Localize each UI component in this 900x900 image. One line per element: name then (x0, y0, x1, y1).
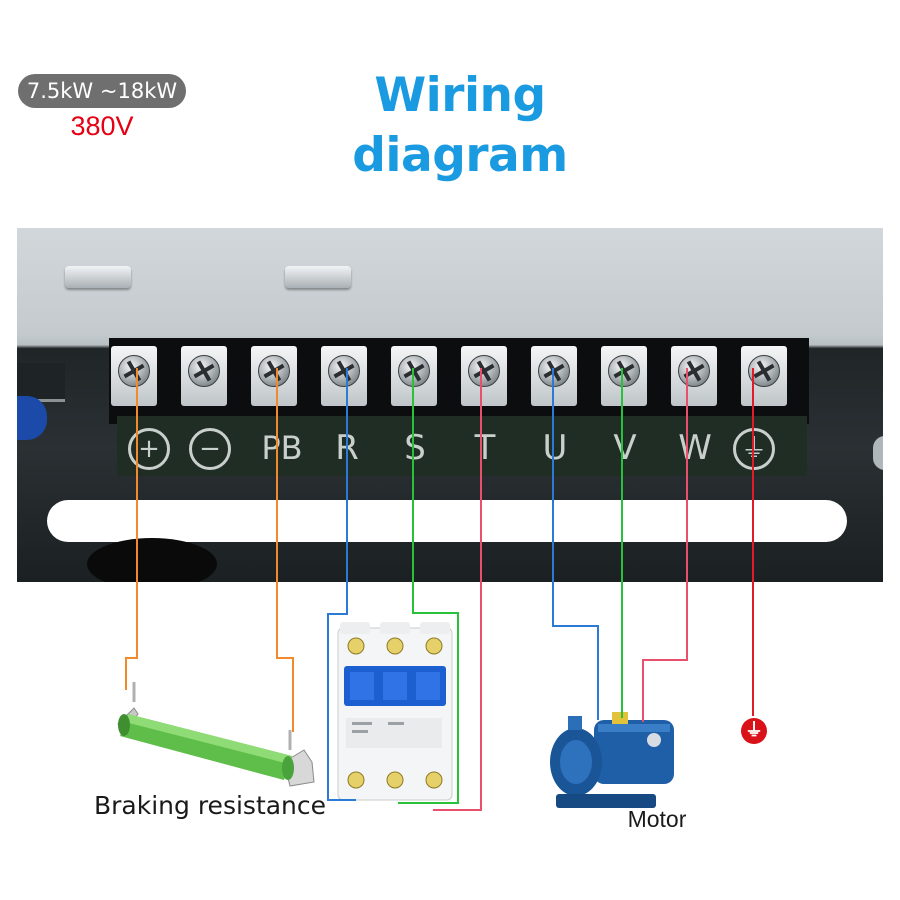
terminal-label-t: T (474, 428, 496, 468)
terminal-slot-10 (741, 346, 787, 406)
terminal-screw-icon (748, 355, 780, 387)
terminal-label-r: R (335, 428, 359, 468)
terminal-label-ground: ⏚ (733, 428, 775, 470)
terminal-slot-6 (461, 346, 507, 406)
terminal-block (109, 338, 809, 424)
power-range-badge: 7.5kW ~18kW (18, 74, 186, 108)
terminal-label-minus: − (189, 428, 231, 470)
page-title: Wiring diagram (352, 68, 568, 183)
motor-label: Motor (627, 806, 687, 832)
terminal-slot-3 (251, 346, 297, 406)
terminal-label-s: S (404, 428, 426, 468)
terminal-screw-icon (328, 355, 360, 387)
voltage-label: 380V (70, 111, 134, 141)
terminal-slot-1 (111, 346, 157, 406)
rubber-foot (87, 538, 217, 582)
terminal-screw-icon (188, 355, 220, 387)
panel-screw-icon (65, 266, 131, 288)
braking-resistance-label: Braking resistance (94, 791, 327, 820)
panel-screw-icon (873, 436, 883, 470)
terminal-slot-4 (321, 346, 367, 406)
terminal-screw-icon (118, 355, 150, 387)
panel-edge (17, 363, 65, 402)
terminal-slot-7 (531, 346, 577, 406)
terminal-screw-icon (398, 355, 430, 387)
terminal-screw-icon (538, 355, 570, 387)
ground-icon: ⏚ (741, 718, 767, 744)
panel-screw-icon (285, 266, 351, 288)
terminal-label-v: V (613, 428, 637, 468)
terminal-screw-icon (258, 355, 290, 387)
terminal-label-u: U (542, 428, 568, 468)
terminal-label-plus: + (128, 428, 170, 470)
terminal-screw-icon (468, 355, 500, 387)
terminal-slot-5 (391, 346, 437, 406)
terminal-slot-8 (601, 346, 647, 406)
terminal-screw-icon (678, 355, 710, 387)
terminal-label-pb: PB (261, 429, 303, 467)
braking-resistor-icon (117, 682, 315, 787)
terminal-screw-icon (608, 355, 640, 387)
inverter-terminal-photo: + − PB R S T U V W ⏚ (17, 228, 883, 582)
terminal-label-w: W (678, 428, 712, 468)
blue-knob-icon (17, 396, 47, 440)
terminal-slot-9 (671, 346, 717, 406)
vent-slot (47, 500, 847, 542)
motor-icon (550, 712, 674, 808)
terminal-slot-2 (181, 346, 227, 406)
circuit-breaker-icon (337, 622, 453, 801)
